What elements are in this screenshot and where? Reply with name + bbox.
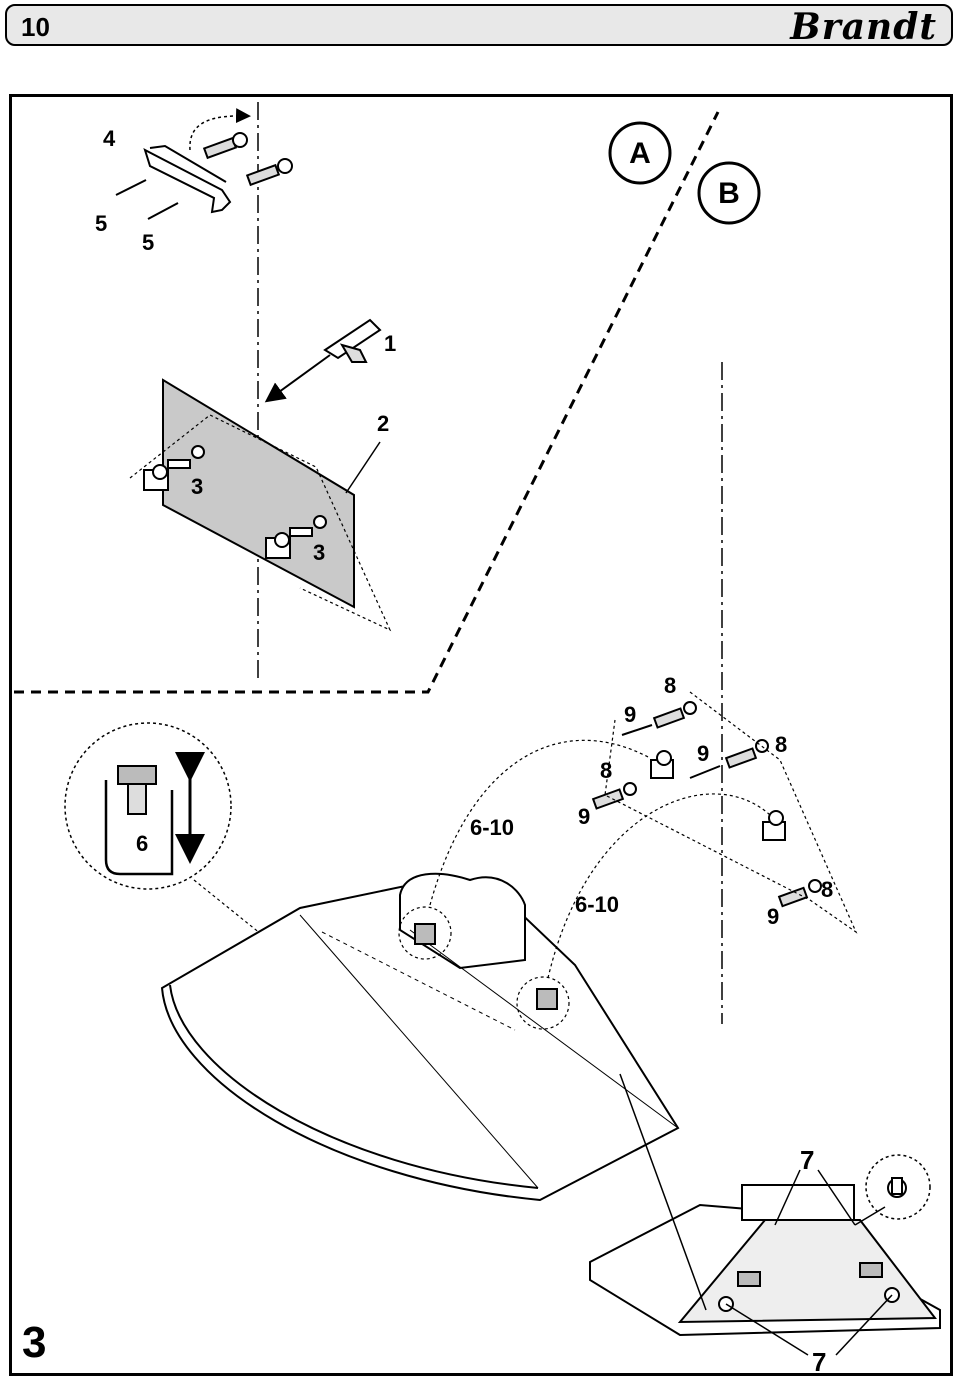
callout-8: 8 — [775, 732, 787, 757]
mounting-path — [547, 793, 776, 979]
page-header: 10 Brandt — [5, 4, 953, 48]
callout-7: 7 — [800, 1145, 814, 1175]
callout-9: 9 — [697, 741, 709, 766]
callout-6-10: 6-10 — [575, 892, 619, 917]
callout-7: 7 — [812, 1347, 826, 1377]
callout-5: 5 — [142, 230, 154, 255]
mounting-hook — [143, 445, 327, 559]
mounting-path — [429, 739, 651, 906]
callout-3: 3 — [313, 540, 325, 565]
zoom-circle — [398, 906, 452, 960]
zone-a-marker — [608, 121, 672, 185]
figure-frame — [9, 94, 953, 1376]
drilling-template — [129, 378, 392, 632]
zone-a-label: A — [629, 137, 651, 170]
screw — [115, 179, 179, 220]
leader-lines — [619, 1073, 893, 1356]
hood-underside — [589, 1184, 941, 1337]
mounting-hook — [650, 750, 786, 841]
adjustment-detail — [64, 722, 451, 1039]
wall-plug — [202, 132, 293, 187]
callout-5: 5 — [95, 211, 107, 236]
zone-b-label: B — [718, 177, 740, 210]
callout-9: 9 — [624, 702, 636, 727]
callout-4: 4 — [103, 126, 116, 151]
screw — [621, 724, 721, 779]
zoom-circle — [516, 976, 570, 1030]
callout-8: 8 — [664, 673, 676, 698]
range-hood — [160, 872, 680, 1202]
callout-9: 9 — [767, 904, 779, 929]
placement-arrow — [189, 108, 251, 151]
page-number: 10 — [21, 12, 50, 42]
callout-9: 9 — [578, 804, 590, 829]
pencil-icon — [323, 318, 382, 363]
brand-logo: Brandt — [790, 6, 937, 48]
keyhole-icon — [865, 1154, 931, 1220]
marking-arrow — [264, 354, 331, 403]
wall-bracket — [143, 144, 232, 214]
figure-number: 3 — [22, 1318, 47, 1367]
wall-plug — [591, 701, 822, 908]
callout-8: 8 — [600, 758, 612, 783]
callout-6: 6 — [136, 831, 148, 856]
zone-divider — [14, 111, 720, 694]
zone-b-marker — [697, 161, 761, 225]
callout-3: 3 — [191, 474, 203, 499]
callout-1: 1 — [384, 331, 396, 356]
callout-2: 2 — [377, 411, 389, 436]
callout-6-10: 6-10 — [470, 815, 514, 840]
callout-8: 8 — [821, 877, 833, 902]
